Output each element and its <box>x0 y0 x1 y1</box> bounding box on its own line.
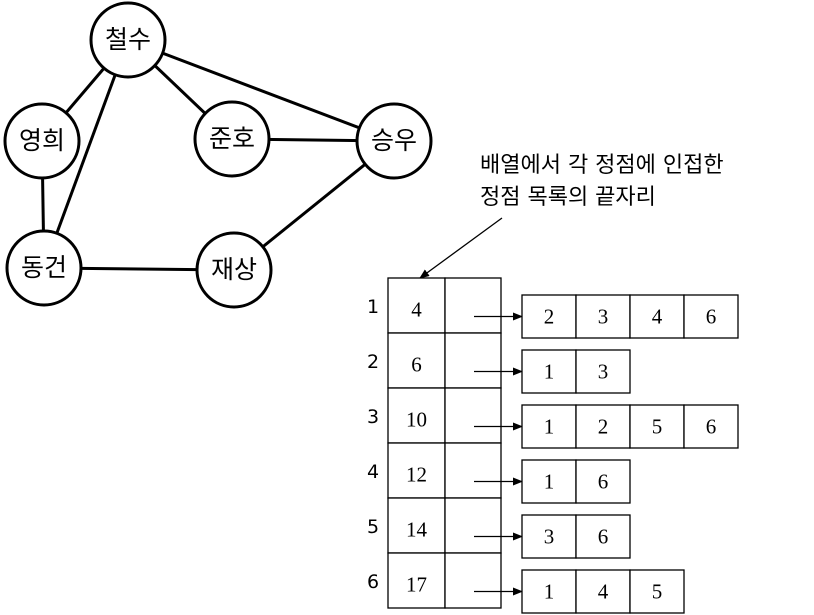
neighbor-cell <box>575 514 631 559</box>
end-index-value: 14 <box>406 517 428 541</box>
array-row: 6 17 1 4 5 <box>367 552 685 614</box>
graph-node: 승우 <box>355 102 433 180</box>
node-label: 승우 <box>371 126 417 155</box>
neighbor-value: 1 <box>544 414 555 438</box>
row-index: 5 <box>367 516 379 538</box>
pointer-cell <box>444 387 502 444</box>
pointer-cell <box>444 552 502 609</box>
row-index: 2 <box>367 351 379 373</box>
neighbor-value: 1 <box>544 469 555 493</box>
neighbor-cell <box>521 569 577 614</box>
neighbor-value: 6 <box>598 469 609 493</box>
end-index-cell <box>387 552 446 609</box>
neighbor-value: 6 <box>598 524 609 548</box>
end-index-value: 6 <box>411 352 422 376</box>
end-index-value: 4 <box>411 297 422 321</box>
neighbor-cell <box>575 349 631 394</box>
node-circle <box>355 102 433 180</box>
neighbor-value: 3 <box>598 304 609 328</box>
row-index: 1 <box>367 296 379 318</box>
array-row: 1 4 2 3 4 6 <box>367 277 739 339</box>
neighbor-cell <box>683 294 739 339</box>
node-circle <box>3 102 81 180</box>
array-row: 5 14 3 6 <box>367 497 631 559</box>
end-index-cell <box>387 387 446 444</box>
node-label: 재상 <box>211 255 257 284</box>
neighbor-value: 4 <box>598 579 609 603</box>
pointer-cell <box>444 497 502 554</box>
row-index: 3 <box>367 406 379 428</box>
end-index-value: 12 <box>406 462 427 486</box>
graph-node: 철수 <box>89 1 167 79</box>
graph-node: 준호 <box>193 100 271 178</box>
annotation-arrow <box>419 217 503 279</box>
neighbor-cell <box>629 294 685 339</box>
neighbor-value: 6 <box>706 304 717 328</box>
neighbor-value: 4 <box>652 304 663 328</box>
neighbor-cell <box>575 459 631 504</box>
neighbor-cell <box>575 569 631 614</box>
neighbor-cell <box>521 514 577 559</box>
node-circle <box>193 100 271 178</box>
array-row: 4 12 1 6 <box>367 442 631 504</box>
annotation-line-2: 정점 목록의 끝자리 <box>480 185 656 210</box>
array-row: 2 6 1 3 <box>367 332 631 394</box>
node-circle <box>195 231 273 309</box>
neighbor-cell <box>629 569 685 614</box>
end-index-value: 17 <box>406 572 427 596</box>
neighbor-value: 1 <box>544 579 555 603</box>
pointer-cell <box>444 332 502 389</box>
graph-node: 영희 <box>3 102 81 180</box>
graph-node: 동건 <box>5 229 83 307</box>
graph-node: 재상 <box>195 231 273 309</box>
neighbor-value: 3 <box>598 359 609 383</box>
neighbor-cell <box>521 404 577 449</box>
end-index-value: 10 <box>406 407 427 431</box>
node-circle <box>89 1 167 79</box>
neighbor-cell <box>575 294 631 339</box>
array-row: 3 10 1 2 5 6 <box>367 387 739 449</box>
neighbor-value: 3 <box>544 524 555 548</box>
row-index: 4 <box>367 461 379 483</box>
graph-edge <box>127 38 395 143</box>
pointer-cell <box>444 277 502 334</box>
neighbor-value: 2 <box>598 414 609 438</box>
neighbor-value: 1 <box>544 359 555 383</box>
neighbor-value: 5 <box>652 579 663 603</box>
neighbor-value: 5 <box>652 414 663 438</box>
neighbor-cell <box>683 404 739 449</box>
neighbor-value: 6 <box>706 414 717 438</box>
neighbor-cell <box>629 404 685 449</box>
node-label: 영희 <box>19 126 65 155</box>
node-label: 준호 <box>209 124 255 153</box>
pointer-cell <box>444 442 502 499</box>
neighbor-cell <box>575 404 631 449</box>
node-label: 동건 <box>21 253 67 282</box>
neighbor-cell <box>521 459 577 504</box>
node-label: 철수 <box>105 25 151 54</box>
annotation-line-1: 배열에서 각 정점에 인접한 <box>480 153 724 178</box>
neighbor-value: 2 <box>544 304 555 328</box>
node-circle <box>5 229 83 307</box>
row-index: 6 <box>367 571 379 593</box>
graph-edge <box>42 39 130 269</box>
